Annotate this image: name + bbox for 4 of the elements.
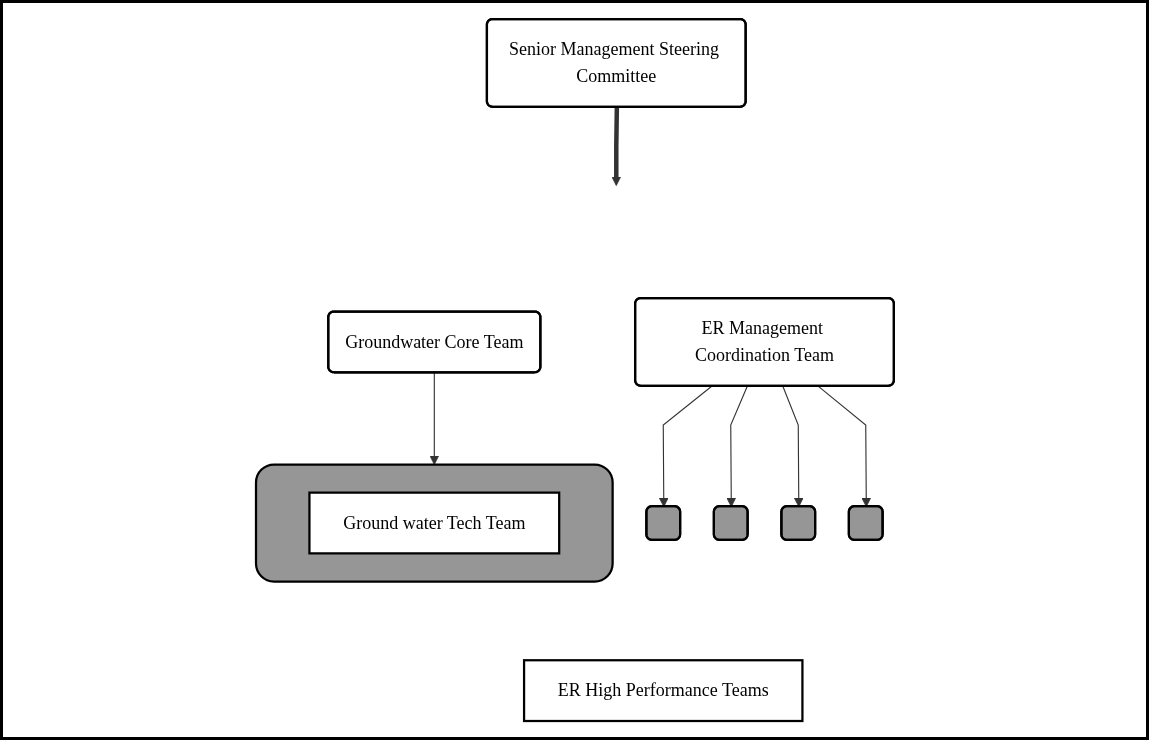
cluster: [254, 463, 614, 583]
node-box: Ground water Tech Team: [307, 491, 560, 555]
arrow: [610, 107, 621, 186]
node-box: ER High Performance Teams: [522, 659, 804, 723]
